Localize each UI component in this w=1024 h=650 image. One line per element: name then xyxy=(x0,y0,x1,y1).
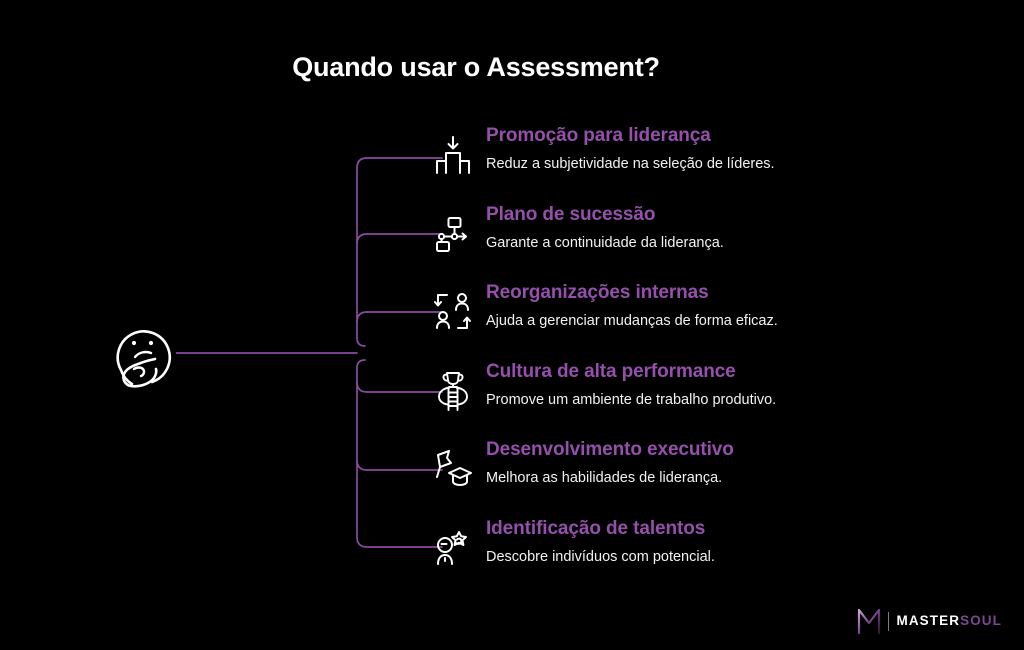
item-title: Desenvolvimento executivo xyxy=(486,439,734,460)
item-title: Plano de sucessão xyxy=(486,203,656,225)
list-item[interactable]: Plano de sucessão Garante a continuidade… xyxy=(430,201,990,280)
logo-secondary-text: SOUL xyxy=(960,613,1002,629)
brand-logo: MASTER SOUL xyxy=(856,606,1002,636)
logo-divider xyxy=(888,611,890,631)
list-item[interactable]: Promoção para liderança Reduz a subjetiv… xyxy=(430,122,990,201)
item-description: Melhora as habilidades de liderança. xyxy=(486,470,723,487)
list-item[interactable]: Reorganizações internas Ajuda a gerencia… xyxy=(430,279,990,358)
page-title: Quando usar o Assessment? xyxy=(292,52,660,82)
thinking-face-icon xyxy=(108,312,178,394)
person-star-badge-icon xyxy=(432,525,474,571)
list-item[interactable]: Identificação de talentos Descobre indiv… xyxy=(430,515,990,594)
item-description: Garante a continuidade da liderança. xyxy=(486,234,724,251)
trophy-ladder-icon xyxy=(432,368,474,414)
flag-graduation-cap-icon xyxy=(432,446,474,492)
item-title: Reorganizações internas xyxy=(486,282,709,303)
org-chart-flow-icon xyxy=(432,211,474,257)
item-title: Promoção para liderança xyxy=(486,125,711,146)
item-description: Ajuda a gerenciar mudanças de forma efic… xyxy=(486,313,778,330)
m-monogram-icon xyxy=(858,608,881,635)
item-title: Identificação de talentos xyxy=(486,517,706,539)
logo-wordmark: MASTER SOUL xyxy=(896,614,1002,628)
item-description: Promove um ambiente de trabalho produtiv… xyxy=(486,391,777,408)
item-description: Reduz a subjetividade na seleção de líde… xyxy=(486,156,775,173)
items-list: Promoção para liderança Reduz a subjetiv… xyxy=(430,122,990,593)
item-title: Cultura de alta performance xyxy=(486,360,736,382)
people-swap-arrows-icon xyxy=(432,289,474,335)
podium-down-arrow-icon xyxy=(432,132,474,178)
item-description: Descobre indivíduos com potencial. xyxy=(486,548,715,565)
list-item[interactable]: Cultura de alta performance Promove um a… xyxy=(430,358,990,437)
logo-primary-text: MASTER xyxy=(896,613,961,629)
list-item[interactable]: Desenvolvimento executivo Melhora as hab… xyxy=(430,436,990,515)
